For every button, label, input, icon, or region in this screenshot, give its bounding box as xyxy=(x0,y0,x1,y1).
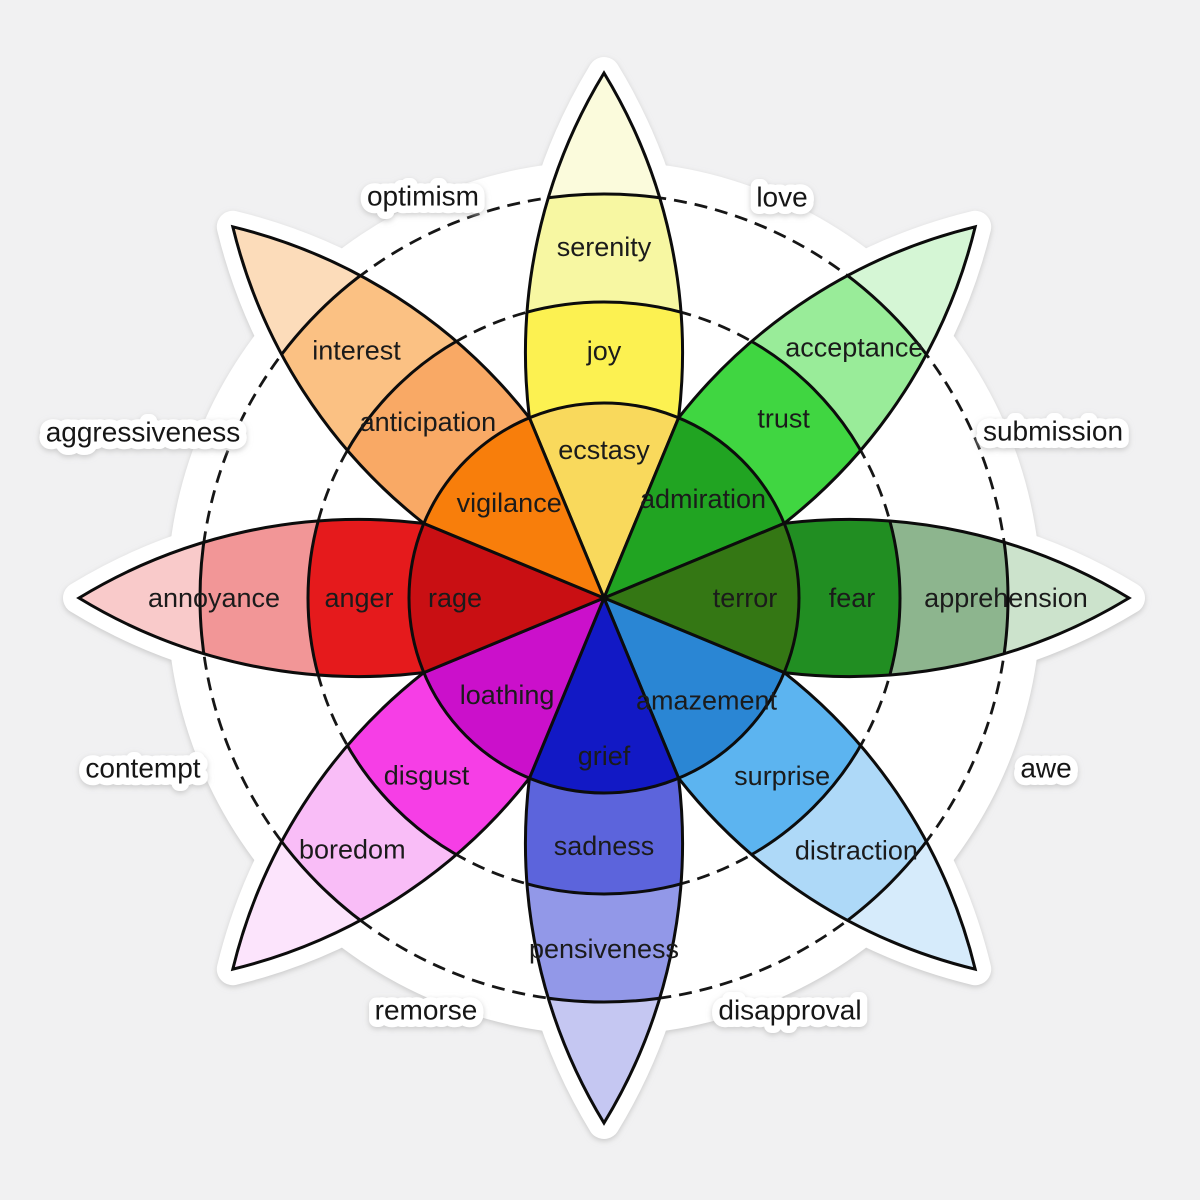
dyad-label-awe: awe xyxy=(1020,753,1071,784)
ring-boundary xyxy=(525,598,683,1004)
petal-segment-amazement xyxy=(604,598,799,793)
dyad-label-remorse: remorse xyxy=(375,995,478,1026)
dyad-label-contempt: contempt xyxy=(85,753,200,784)
segment-label-apprehension: apprehension xyxy=(924,583,1088,613)
dyad-label-disapproval: disapproval xyxy=(718,995,861,1026)
segment-label-loathing: loathing xyxy=(460,680,555,710)
petal-joy xyxy=(525,73,683,598)
segment-label-amazement: amazement xyxy=(636,686,778,716)
ring-boundary xyxy=(604,519,801,677)
petal-outline-fear xyxy=(600,518,1132,678)
segment-label-vigilance: vigilance xyxy=(457,488,562,518)
segment-label-sadness: sadness xyxy=(554,831,655,861)
segment-label-surprise: surprise xyxy=(734,761,830,791)
segment-label-annoyance: annoyance xyxy=(148,583,280,613)
petal-segment-admiration xyxy=(604,403,799,599)
petal-sadness xyxy=(525,598,683,1123)
segment-label-rage: rage xyxy=(428,583,482,613)
dyad-label-submission: submission xyxy=(983,416,1123,447)
ring-boundary xyxy=(407,519,604,677)
petal-outline-surprise xyxy=(601,595,978,972)
dyad-label-love: love xyxy=(756,182,807,213)
petal-surprise xyxy=(604,598,976,970)
petal-segment-loathing xyxy=(409,598,605,793)
petal-outline-disgust xyxy=(230,595,607,972)
petal-outline-trust xyxy=(601,224,978,601)
petal-fear xyxy=(604,519,1129,677)
petal-segment-trust xyxy=(604,302,900,599)
petal-outline-anger xyxy=(76,518,608,678)
ring-boundary xyxy=(306,519,604,677)
ring-boundary xyxy=(525,401,683,598)
ring-boundary xyxy=(604,519,902,677)
segment-label-anticipation: anticipation xyxy=(360,407,497,437)
ring-boundary xyxy=(525,598,683,795)
segment-label-acceptance: acceptance xyxy=(785,333,923,363)
dyad-labels: optimism love submission awe disapproval remo… xyxy=(38,173,1130,1033)
segment-label-trust: trust xyxy=(757,403,810,433)
segment-label-anger: anger xyxy=(324,583,393,613)
ring-boundary xyxy=(604,519,1010,677)
ring-boundary xyxy=(525,300,683,598)
segment-label-joy: joy xyxy=(586,336,622,366)
segment-label-boredom: boredom xyxy=(299,835,406,865)
ring-boundary xyxy=(525,598,683,896)
segment-label-grief: grief xyxy=(578,741,631,771)
ring-boundary xyxy=(525,192,683,598)
segment-label-pensiveness: pensiveness xyxy=(529,934,679,964)
segment-label-serenity: serenity xyxy=(557,232,652,262)
petal-segment-surprise xyxy=(604,598,900,894)
segment-label-disgust: disgust xyxy=(384,761,470,791)
dyad-label-optimism: optimism xyxy=(367,181,479,212)
petal-outline-joy xyxy=(524,70,684,602)
petal-segment-disgust xyxy=(308,598,605,894)
segment-label-fear: fear xyxy=(829,583,876,613)
petal-anger xyxy=(79,519,604,677)
segment-label-admiration: admiration xyxy=(640,484,766,514)
segment-label-interest: interest xyxy=(312,336,401,366)
petal-outline-anticipation xyxy=(230,224,607,601)
segment-label-distraction: distraction xyxy=(795,835,918,865)
ring-boundary xyxy=(198,519,604,677)
segment-label-terror: terror xyxy=(713,583,778,613)
segment-label-ecstasy: ecstasy xyxy=(558,435,650,465)
dyad-label-aggressiveness: aggressiveness xyxy=(46,417,241,448)
petal-outline-sadness xyxy=(524,594,684,1126)
